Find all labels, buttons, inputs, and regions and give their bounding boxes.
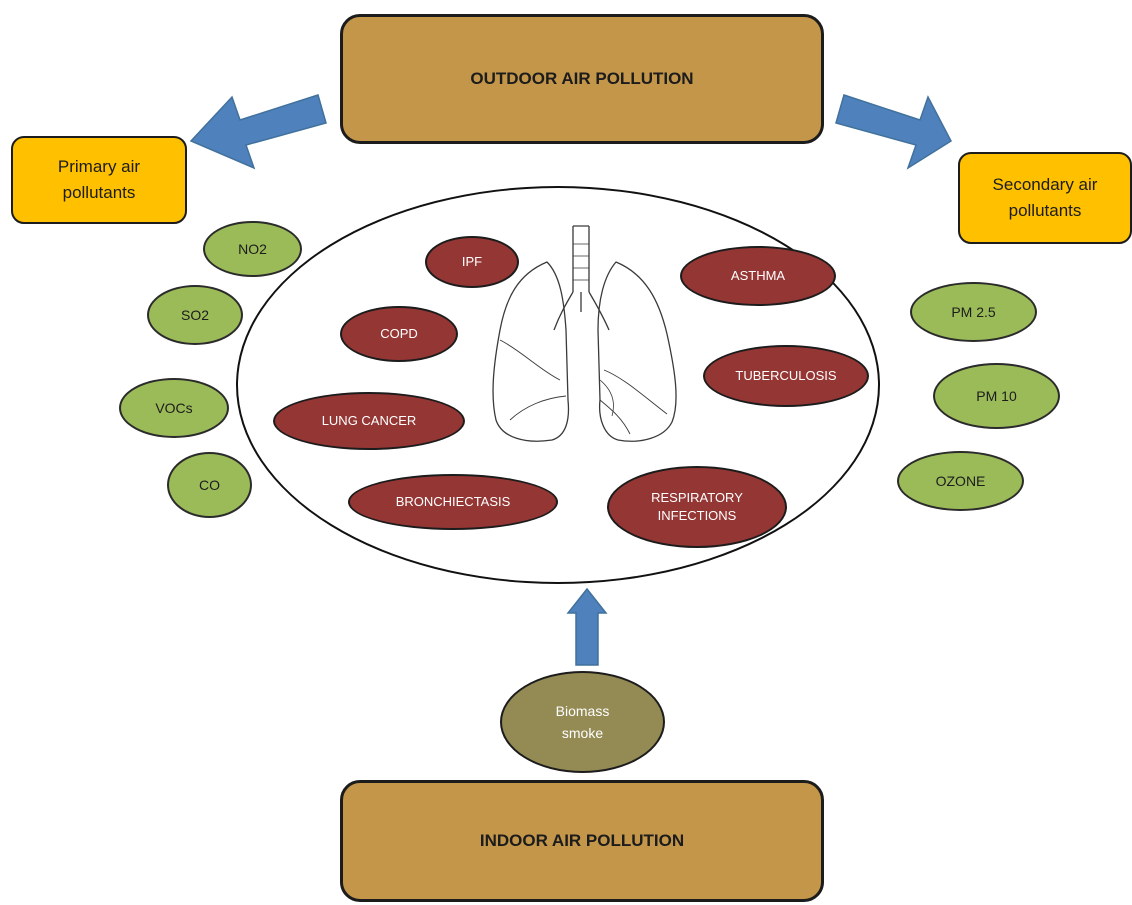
disease-bronchiectasis: BRONCHIECTASIS xyxy=(348,474,558,530)
outdoor-air-pollution-label: OUTDOOR AIR POLLUTION xyxy=(470,69,694,88)
disease-lung-cancer: LUNG CANCER xyxy=(273,392,465,450)
disease-tuberculosis: TUBERCULOSIS xyxy=(703,345,869,407)
primary-pollutants-box: Primary air pollutants xyxy=(11,136,187,224)
arrow-to-primary xyxy=(189,94,327,170)
biomass-smoke-node: Biomass smoke xyxy=(500,671,665,773)
pollutant-vocs: VOCs xyxy=(119,378,229,438)
biomass-smoke-label: Biomass smoke xyxy=(555,703,610,741)
disease-copd: COPD xyxy=(340,306,458,362)
indoor-air-pollution-label: INDOOR AIR POLLUTION xyxy=(479,831,685,850)
arrow-up-from-biomass xyxy=(566,587,608,666)
pollutant-pm10: PM 10 xyxy=(933,363,1060,429)
pollutant-co: CO xyxy=(167,452,252,518)
pollutant-no2: NO2 xyxy=(203,221,302,277)
arrow-to-secondary xyxy=(835,94,952,170)
disease-respiratory-infections: RESPIRATORY INFECTIONS xyxy=(607,466,787,548)
secondary-pollutants-label: Secondary air pollutants xyxy=(992,175,1098,220)
disease-ipf: IPF xyxy=(425,236,519,288)
outdoor-air-pollution-box: OUTDOOR AIR POLLUTION xyxy=(340,14,824,144)
primary-pollutants-label: Primary air pollutants xyxy=(57,157,141,202)
secondary-pollutants-box: Secondary air pollutants xyxy=(958,152,1132,244)
pollutant-so2: SO2 xyxy=(147,285,243,345)
pollutant-ozone: OZONE xyxy=(897,451,1024,511)
pollutant-pm25: PM 2.5 xyxy=(910,282,1037,342)
disease-asthma: ASTHMA xyxy=(680,246,836,306)
indoor-air-pollution-box: INDOOR AIR POLLUTION xyxy=(340,780,824,902)
